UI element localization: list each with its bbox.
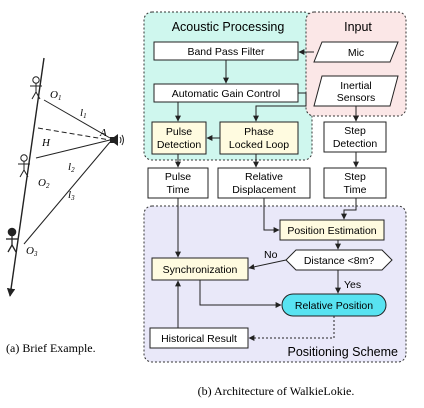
speaker-icon: [110, 134, 124, 146]
edge-label-yes: Yes: [344, 279, 361, 291]
band-pass-filter-label: Band Pass Filter: [187, 46, 265, 58]
label-o2: O2: [38, 177, 50, 190]
caption-b: (b) Architecture of WalkieLokie.: [198, 384, 355, 398]
label-h: H: [41, 137, 51, 149]
acoustic-processing-title: Acoustic Processing: [172, 20, 285, 34]
ray-l2: [35, 139, 111, 159]
pulse-detection-box: [151, 121, 207, 155]
arrow-distance-no: [248, 259, 287, 270]
agc-label: Automatic Gain Control: [172, 88, 281, 100]
historical-result-label: Historical Result: [161, 333, 237, 345]
edge-label-no: No: [264, 249, 278, 261]
walking-path-line: [6, 57, 45, 297]
inertial-sensors-box: [313, 75, 399, 107]
label-l3: l3: [68, 189, 75, 202]
arrow-relpos-to-history: [248, 316, 335, 341]
person-icon: [18, 154, 30, 178]
panel-a: O1 l1 H A O2 l2 l3 O3 (a) Brief Example.: [6, 57, 124, 355]
ray-l3: [23, 141, 111, 245]
pulse-time-box: [147, 167, 209, 199]
mic-box: [313, 41, 399, 63]
mic-label: Mic: [348, 47, 364, 59]
distance-decision-label: Distance <8m?: [304, 255, 374, 267]
arrow-sync-to-relpos: [199, 280, 282, 308]
relative-position-label: Relative Position: [295, 300, 373, 312]
position-estimation-label: Position Estimation: [287, 225, 376, 237]
person-icon: [30, 76, 42, 100]
step-time-box: [323, 167, 387, 199]
caption-a: (a) Brief Example.: [6, 341, 96, 355]
arrow-reldisp-to-pos: [263, 198, 280, 233]
label-l2: l2: [68, 161, 75, 174]
label-o1: O1: [50, 89, 61, 102]
synchronization-label: Synchronization: [163, 264, 238, 276]
panel-b: Acoustic Processing Input Positioning Sc…: [143, 11, 407, 398]
input-title: Input: [344, 20, 372, 34]
connectors: [175, 49, 359, 341]
ray-l1: [43, 99, 111, 139]
arrow-agc-to-pll: [253, 92, 307, 122]
label-a: A: [99, 127, 107, 139]
label-o3: O3: [26, 245, 38, 258]
position-estimation-box: [279, 219, 385, 241]
perpendicular-h: [37, 127, 111, 141]
person-icon: [6, 227, 18, 253]
historical-result-box: [149, 327, 249, 349]
step-detection-box: [323, 121, 387, 153]
positioning-scheme-title: Positioning Scheme: [288, 345, 399, 359]
label-l1: l1: [80, 107, 87, 120]
arrow-steptime-to-pos: [341, 198, 357, 220]
relative-displacement-box: [217, 167, 311, 199]
